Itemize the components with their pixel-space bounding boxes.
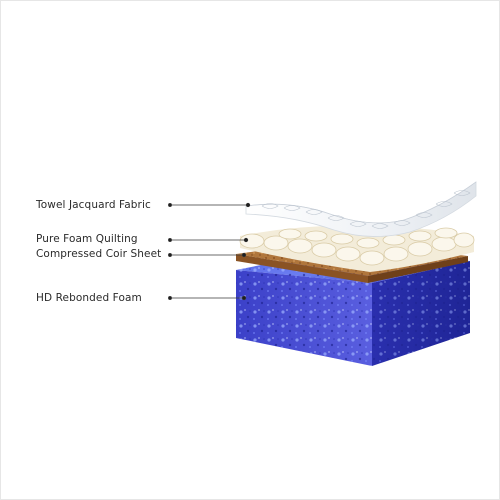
leader-dot-towel-end	[245, 202, 251, 208]
leader-lines	[168, 202, 251, 301]
leader-dot-foam-end	[241, 295, 247, 301]
leader-dot-coir-start	[168, 253, 172, 257]
hd-rebonded-foam-block	[236, 250, 470, 366]
label-pure-foam-quilting: Pure Foam Quilting	[36, 233, 138, 245]
leader-dot-foam-start	[168, 296, 172, 300]
label-compressed-coir-sheet: Compressed Coir Sheet	[36, 248, 162, 260]
leader-dot-quilting-start	[168, 238, 172, 242]
pure-foam-quilting-layer	[239, 225, 475, 272]
towel-jacquard-fabric	[245, 181, 477, 237]
leader-dot-towel-start	[168, 203, 172, 207]
label-towel-jacquard-fabric: Towel Jacquard Fabric	[36, 199, 151, 211]
leader-dot-coir-end	[241, 252, 247, 258]
leader-dot-quilting-end	[243, 237, 249, 243]
label-hd-rebonded-foam: HD Rebonded Foam	[36, 292, 142, 304]
